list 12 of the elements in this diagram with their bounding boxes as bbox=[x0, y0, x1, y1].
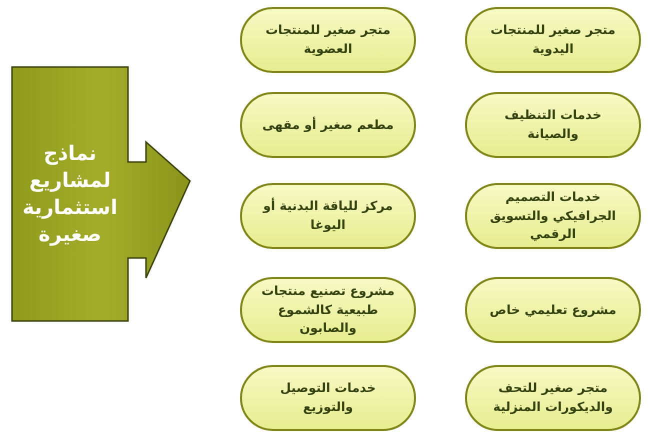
node-text: متجر صغير للمنتجات العضوية bbox=[264, 21, 392, 58]
node-text: خدمات التنظيف والصيانة bbox=[504, 106, 602, 143]
node-text: خدمات التصميم الجرافيكي والتسويق الرقمي bbox=[489, 188, 617, 244]
node-text: مركز للياقة البدنية أو اليوغا bbox=[262, 197, 394, 234]
arrow-shape bbox=[11, 66, 191, 322]
node-text: متجر صغير للتحف والديكورات المنزلية bbox=[492, 379, 614, 416]
node-text: مشروع تعليمي خاص bbox=[490, 300, 616, 319]
node-text: مطعم صغير أو مقهى bbox=[262, 116, 394, 134]
node-text: خدمات التوصيل والتوزيع bbox=[279, 379, 377, 416]
node-text: نماذج لمشاريع استثمارية صغيرة bbox=[22, 140, 118, 248]
node-text: متجر صغير للمنتجات اليدوية bbox=[490, 21, 616, 58]
node-text: مشروع تصنيع منتجات طبيعية كالشموع والصابون bbox=[260, 282, 396, 338]
